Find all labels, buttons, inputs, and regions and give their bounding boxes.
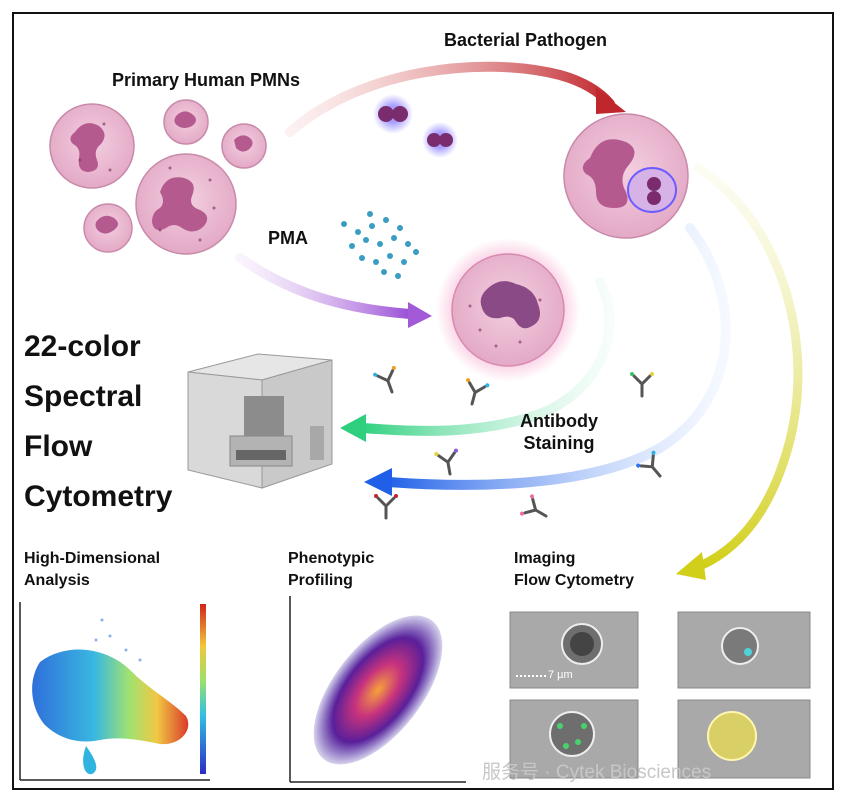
imaging-label: Imaging Flow Cytometry <box>514 548 634 592</box>
antibody-staining-line-2: Staining <box>523 433 595 453</box>
pmn-cell-right <box>221 123 267 169</box>
pma-activated-cell <box>436 238 580 382</box>
high-dim-line-1: High-Dimensional <box>24 550 161 567</box>
antibody-staining-line-1: Antibody <box>520 411 598 431</box>
spectral-line-1: 22-color <box>24 330 141 363</box>
bacterial-pathogen-label: Bacterial Pathogen <box>444 30 608 50</box>
antibody-icon <box>519 494 548 518</box>
phenotypic-label: Phenotypic Profiling <box>288 548 374 592</box>
spectral-line-4: Cytometry <box>24 480 173 513</box>
primary-pmns-label: Primary Human PMNs <box>112 70 301 90</box>
spectral-line-2: Spectral <box>24 380 143 413</box>
pma-particles <box>341 211 419 279</box>
antibody-icon <box>373 365 396 394</box>
pmn-cell-small <box>83 203 133 253</box>
pma-label: PMA <box>268 228 308 248</box>
scale-bar-label: 7 µm <box>548 669 573 681</box>
yellow-arrow <box>676 163 803 580</box>
green-return-arrow <box>340 277 615 442</box>
antibodies <box>373 365 662 520</box>
umap-plot <box>19 602 210 781</box>
high-dim-line-2: Analysis <box>24 572 90 589</box>
imaging-line-2: Flow Cytometry <box>514 572 635 589</box>
high-dim-label: High-Dimensional Analysis <box>24 548 160 592</box>
phenotypic-line-1: Phenotypic <box>288 550 375 567</box>
antibody-icon <box>374 494 398 520</box>
flow-cytometer-instrument <box>187 353 333 489</box>
spectral-line-3: Flow <box>24 430 93 463</box>
phenotypic-line-2: Profiling <box>288 572 353 589</box>
spectral-flow-title: 22-color Spectral Flow Cytometry <box>24 322 172 522</box>
blue-return-arrow <box>364 223 731 496</box>
antibody-icon <box>630 372 654 398</box>
watermark: 服务号 · Cytek Biosciences <box>482 762 712 783</box>
imaging-line-1: Imaging <box>514 550 576 567</box>
pathogen-arrow <box>285 61 626 137</box>
pmn-cell-cluster <box>49 99 267 255</box>
antibody-icon <box>636 450 662 478</box>
pmn-cell-large-center <box>135 153 237 255</box>
antibody-staining-label: Antibody Staining <box>520 410 598 454</box>
antibody-icon <box>466 378 490 406</box>
imaging-cells <box>509 611 811 779</box>
pma-arrow <box>235 253 432 328</box>
antibody-icon <box>434 448 459 476</box>
pmn-cell-large-left <box>49 103 135 189</box>
bacteria <box>373 94 458 158</box>
density-plot <box>289 596 466 783</box>
infected-pmn-cell <box>563 113 689 239</box>
pmn-cell-top <box>163 99 209 145</box>
